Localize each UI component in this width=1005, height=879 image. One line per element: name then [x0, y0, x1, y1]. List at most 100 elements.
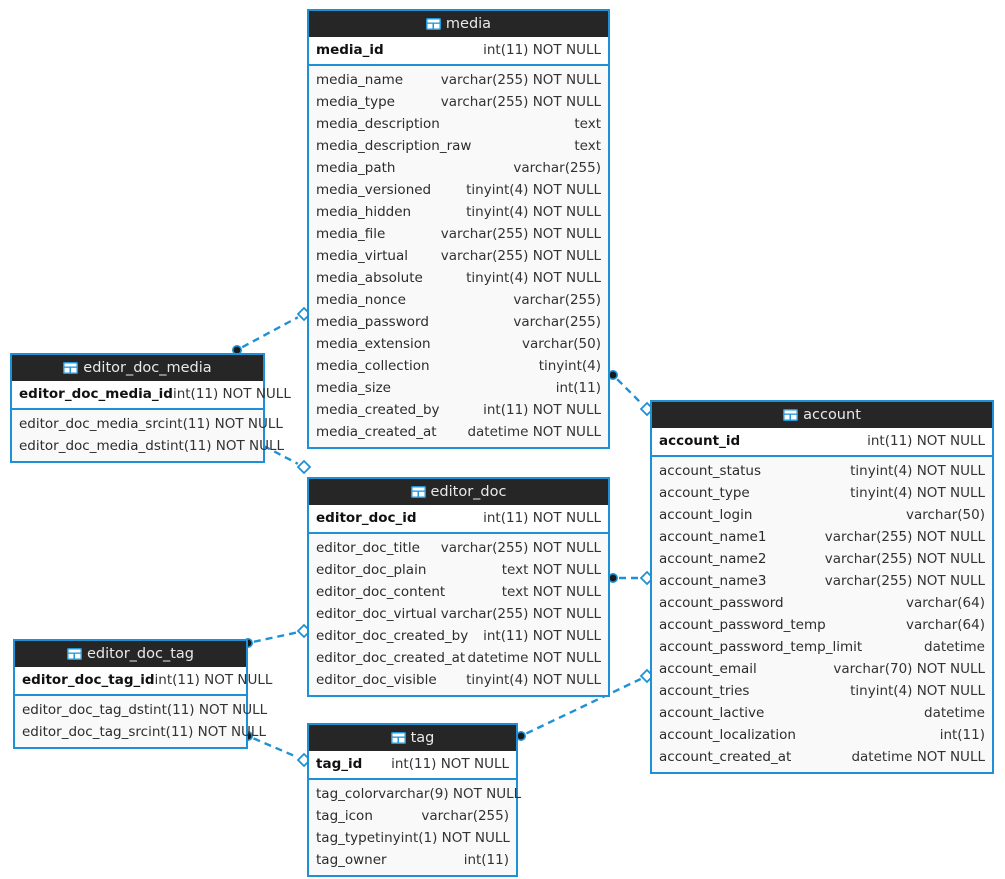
relationship-line: [253, 631, 298, 643]
entity-media[interactable]: media media_id int(11) NOT NULL media_na…: [307, 9, 610, 449]
column-name: editor_doc_tag_src: [22, 724, 149, 740]
entity-header-editor-doc-media: editor_doc_media: [12, 355, 263, 381]
pk-row[interactable]: editor_doc_media_id int(11) NOT NULL: [12, 381, 291, 408]
column-type: varchar(255) NOT NULL: [440, 248, 601, 264]
column-type: varchar(255): [513, 292, 601, 308]
column-row[interactable]: account_localization int(11): [652, 724, 992, 746]
entity-account[interactable]: account account_id int(11) NOT NULL acco…: [650, 400, 994, 774]
pk-row[interactable]: tag_id int(11) NOT NULL: [309, 751, 516, 778]
column-name: media_created_by: [316, 402, 440, 418]
relationship-editor_doc-to-account[interactable]: [607, 570, 655, 586]
table-grid-icon: [425, 13, 441, 30]
pk-row[interactable]: editor_doc_id int(11) NOT NULL: [309, 505, 608, 532]
entity-title-tag: tag: [410, 730, 435, 746]
entity-editor-doc-tag[interactable]: editor_doc_tag editor_doc_tag_id int(11)…: [13, 639, 272, 749]
column-name: editor_doc_plain: [316, 562, 427, 578]
column-name: media_description: [316, 116, 440, 132]
column-type: int(11): [939, 727, 985, 743]
column-type: datetime NOT NULL: [851, 749, 985, 765]
column-type: tinyint(4) NOT NULL: [850, 683, 985, 699]
column-type: tinyint(4) NOT NULL: [466, 270, 601, 286]
table-grid-icon: [67, 643, 82, 660]
column-name: media_name: [316, 72, 404, 88]
column-type: varchar(50): [905, 507, 985, 523]
relationship-editor_doc_tag-to-editor_doc[interactable]: [243, 623, 312, 648]
entity-header-account: account: [652, 402, 992, 428]
column-type: int(11) NOT NULL: [148, 724, 266, 740]
column-name: account_name2: [659, 551, 767, 567]
entity-pk-section-tag: tag_id int(11) NOT NULL: [309, 751, 516, 780]
relationship-editor_doc_media-to-media[interactable]: [232, 306, 312, 355]
column-name: media_description_raw: [316, 138, 472, 154]
column-type: datetime: [924, 639, 985, 655]
relationship-endpoint-filled-dot: [607, 572, 618, 583]
column-type: datetime: [924, 705, 985, 721]
column-name: account_localization: [659, 727, 796, 743]
entity-editor-doc-media[interactable]: editor_doc_media editor_doc_media_id int…: [10, 353, 291, 463]
column-name: editor_doc_created_by: [316, 628, 469, 644]
column-type: varchar(255): [513, 160, 601, 176]
column-name: editor_doc_media_dst: [19, 438, 167, 454]
pk-row[interactable]: editor_doc_tag_id int(11) NOT NULL: [15, 667, 272, 694]
column-name: account_password: [659, 595, 784, 611]
column-type: tinyint(1) NOT NULL: [375, 830, 510, 846]
entity-editor-doc[interactable]: editor_doc editor_doc_id int(11) NOT NUL…: [307, 477, 610, 697]
column-type: varchar(255) NOT NULL: [440, 540, 601, 556]
column-type: int(11) NOT NULL: [166, 438, 285, 454]
entity-title-account: account: [803, 407, 861, 423]
column-type: int(11) NOT NULL: [172, 386, 291, 402]
relationship-media-to-account[interactable]: [607, 369, 655, 417]
pk-row[interactable]: media_id int(11) NOT NULL: [309, 37, 608, 64]
column-type: int(11) NOT NULL: [483, 42, 601, 58]
pk-row[interactable]: account_id int(11) NOT NULL: [652, 428, 992, 455]
